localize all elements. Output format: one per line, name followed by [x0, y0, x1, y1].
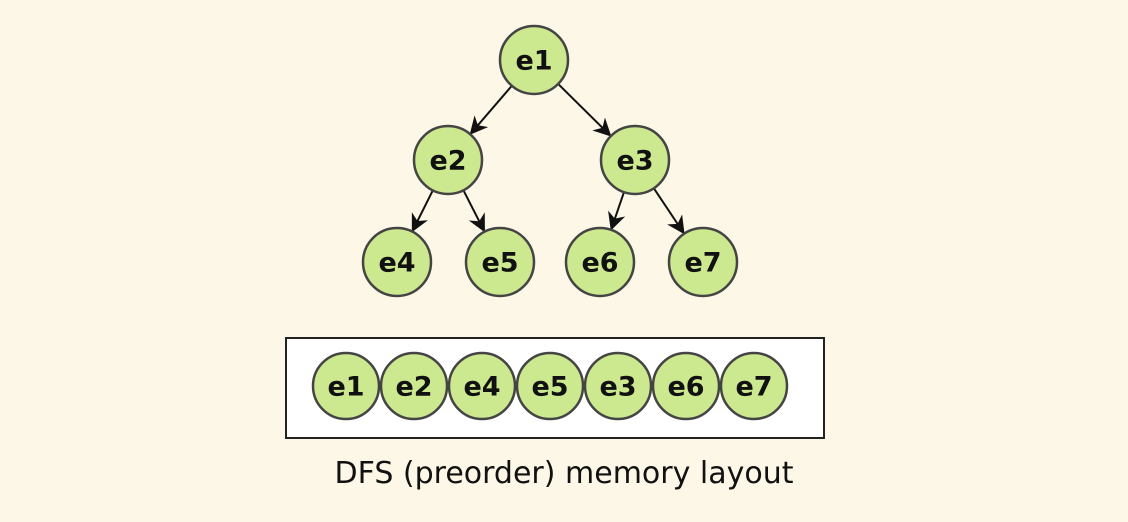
tree-node-e6: e6: [564, 226, 636, 298]
caption: DFS (preorder) memory layout: [334, 456, 794, 491]
memory-cell-e5: e5: [515, 351, 585, 421]
tree-node-e4: e4: [361, 226, 433, 298]
tree-nodes: e1 e2 e3 e4 e5 e6 e7: [361, 24, 739, 298]
node-label: e1: [327, 372, 364, 403]
node-circle: [651, 351, 721, 421]
node-label: e1: [515, 46, 552, 77]
tree-node-e2: e2: [412, 124, 484, 196]
tree-node-e3: e3: [599, 124, 671, 196]
edge-e1-e3: [557, 83, 612, 137]
tree-node-e5: e5: [464, 226, 536, 298]
node-circle: [311, 351, 381, 421]
memory-cell-e1: e1: [311, 351, 381, 421]
node-label: e3: [616, 146, 653, 177]
node-circle: [498, 24, 570, 96]
node-circle: [583, 351, 653, 421]
node-circle: [515, 351, 585, 421]
node-label: e6: [667, 372, 704, 403]
edge-e2-e5: [462, 189, 485, 233]
memory-layout-array: e1 e2 e4 e5 e3 e6 e7: [311, 351, 789, 421]
node-circle: [412, 124, 484, 196]
node-circle: [564, 226, 636, 298]
memory-cell-e6: e6: [651, 351, 721, 421]
node-label: e4: [378, 248, 415, 279]
node-label: e7: [735, 372, 772, 403]
tree-edges: [411, 83, 685, 235]
memory-cell-e2: e2: [379, 351, 449, 421]
tree-node-e1: e1: [498, 24, 570, 96]
node-circle: [447, 351, 517, 421]
node-label: e4: [463, 372, 500, 403]
node-circle: [379, 351, 449, 421]
node-label: e2: [395, 372, 432, 403]
node-label: e3: [599, 372, 636, 403]
node-circle: [361, 226, 433, 298]
edge-e1-e2: [469, 85, 513, 135]
memory-cell-e7: e7: [719, 351, 789, 421]
node-circle: [719, 351, 789, 421]
node-label: e2: [429, 146, 466, 177]
node-circle: [464, 226, 536, 298]
edge-e3-e6: [608, 191, 626, 231]
node-circle: [667, 226, 739, 298]
edge-e3-e7: [653, 187, 685, 235]
tree-node-e7: e7: [667, 226, 739, 298]
edge-e2-e4: [411, 189, 434, 233]
memory-cell-e4: e4: [447, 351, 517, 421]
node-label: e5: [481, 248, 518, 279]
memory-cell-e3: e3: [583, 351, 653, 421]
node-circle: [599, 124, 671, 196]
node-label: e6: [581, 248, 618, 279]
node-label: e5: [531, 372, 568, 403]
node-label: e7: [684, 248, 721, 279]
